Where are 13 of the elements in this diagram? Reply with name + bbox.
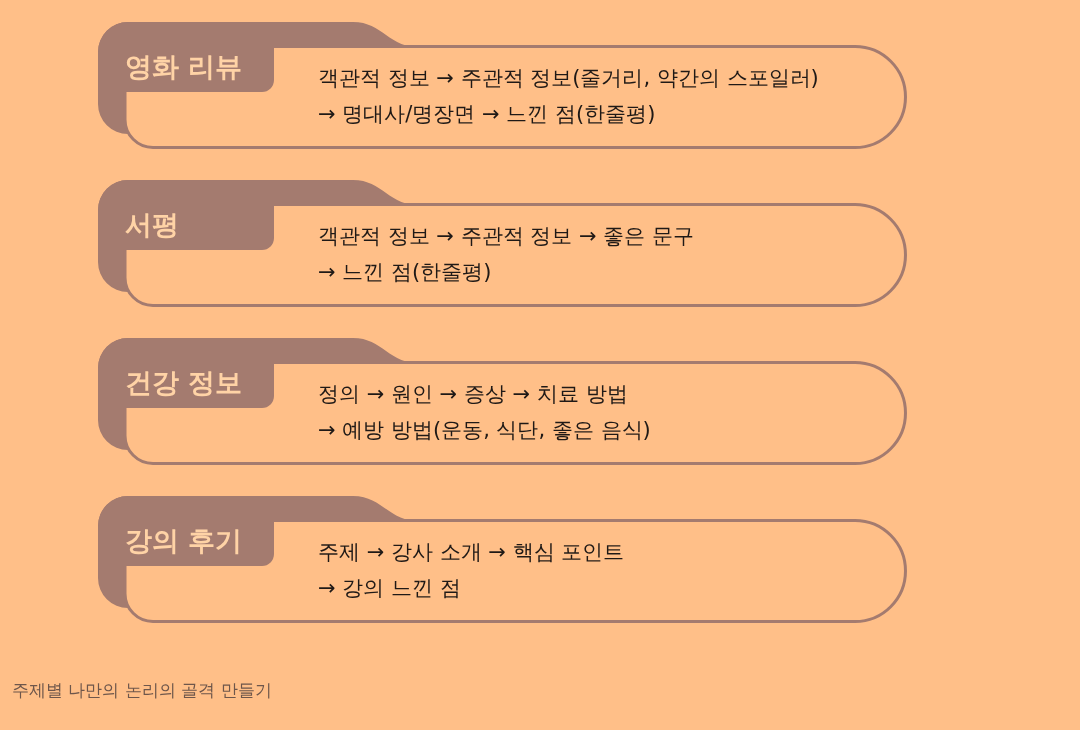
card-text: 객관적 정보 → 주관적 정보 → 좋은 문구 → 느낀 점(한줄평) bbox=[318, 223, 695, 286]
tab-card bbox=[98, 22, 908, 150]
card-title: 영화 리뷰 bbox=[125, 52, 243, 82]
tab-card bbox=[98, 496, 908, 624]
tab-card bbox=[98, 180, 908, 308]
figure-caption: 주제별 나만의 논리의 골격 만들기 bbox=[12, 679, 272, 702]
card-text: 정의 → 원인 → 증상 → 치료 방법 → 예방 방법(운동, 식단, 좋은 음식) bbox=[318, 381, 652, 444]
card-text: 주제 → 강사 소개 → 핵심 포인트 → 강의 느낀 점 bbox=[318, 539, 626, 602]
card-title: 서평 bbox=[125, 210, 179, 240]
tab-card bbox=[98, 338, 908, 466]
card-title: 건강 정보 bbox=[125, 368, 243, 398]
card-title: 강의 후기 bbox=[125, 526, 243, 556]
card-text: 객관적 정보 → 주관적 정보(줄거리, 약간의 스포일러) → 명대사/명장면 → 느낀 점(한줄평) bbox=[318, 65, 820, 128]
